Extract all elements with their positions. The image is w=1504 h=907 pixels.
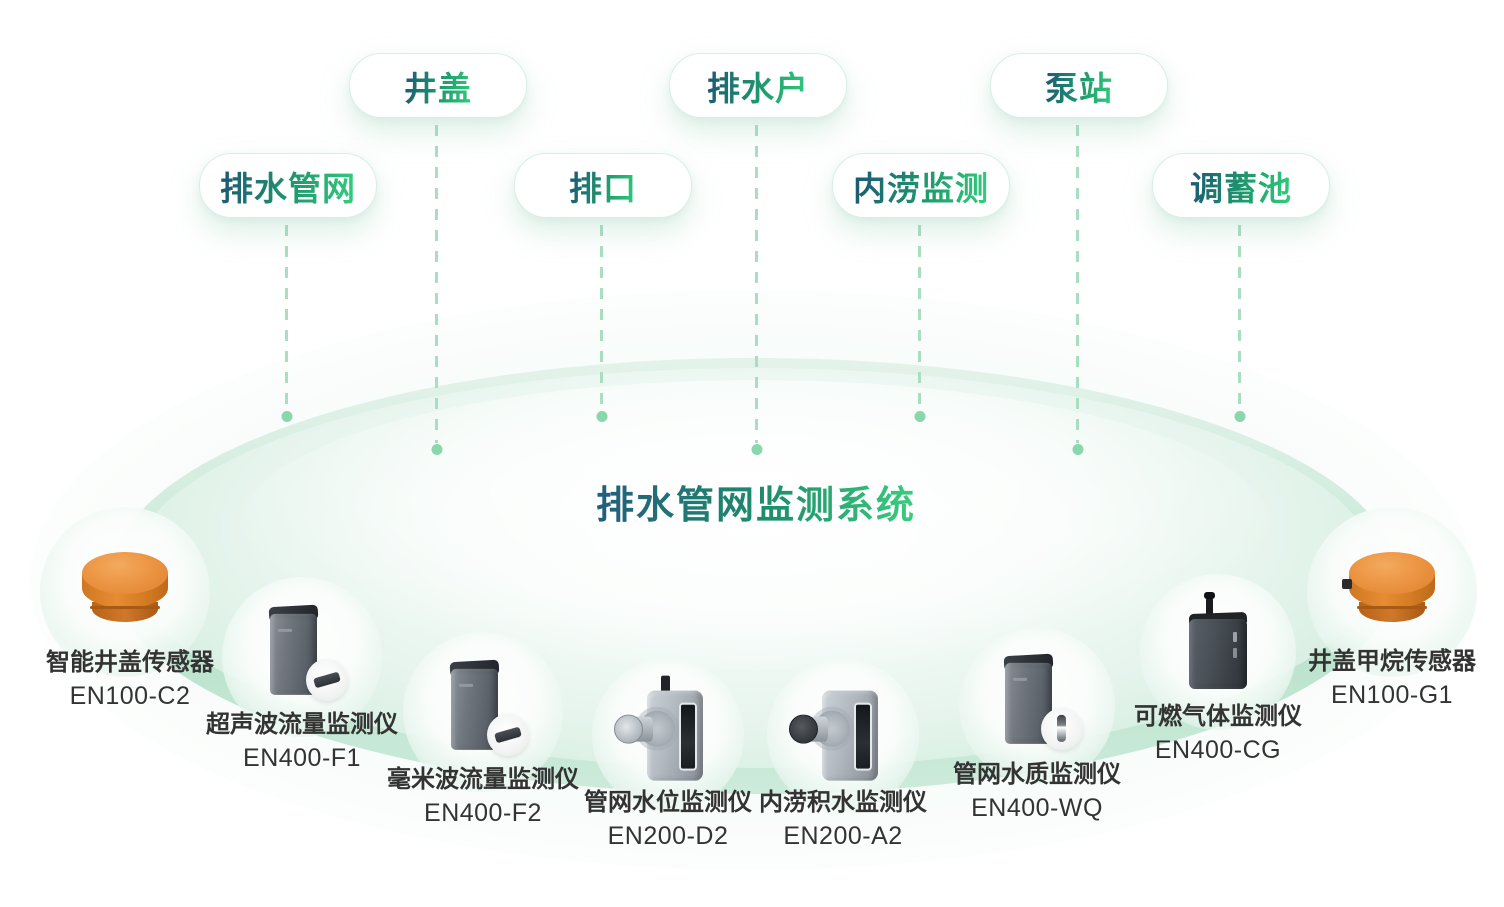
device-ultrasonic-flow-monitor [222, 577, 382, 737]
water-quality-monitor-icon [987, 652, 1087, 756]
ultrasonic-flow-monitor-icon [252, 603, 352, 707]
device-label-water-quality-monitor: 管网水质监测仪 EN400-WQ [953, 758, 1121, 825]
device-model: EN200-D2 [607, 822, 729, 850]
connector-drainage-household [755, 125, 758, 443]
connector-manhole-cover [435, 125, 438, 443]
device-label-smart-manhole-sensor: 智能井盖传感器 EN100-C2 [46, 646, 214, 713]
pill-manhole-cover-label: 井盖 [404, 62, 472, 110]
device-name: 井盖甲烷传感器 [1308, 648, 1476, 675]
pill-waterlogging-monitoring-label: 内涝监测 [853, 162, 989, 210]
mmwave-flow-monitor-icon [433, 658, 533, 762]
device-label-ultrasonic-flow-monitor: 超声波流量监测仪 EN400-F1 [206, 708, 398, 775]
pill-waterlogging-monitoring: 内涝监测 [832, 153, 1010, 218]
device-mmwave-flow-monitor [403, 632, 563, 792]
device-water-quality-monitor [959, 628, 1115, 784]
device-model: EN400-F1 [243, 744, 361, 772]
connector-outfall [600, 225, 603, 410]
connector-storage-tank [1238, 225, 1241, 410]
device-combustible-gas-monitor [1140, 574, 1296, 730]
pill-drainage-household-label: 排水户 [707, 62, 809, 110]
pill-drainage-network: 排水管网 [199, 153, 377, 218]
water-level-monitor-icon [613, 675, 723, 791]
device-water-level-monitor [592, 659, 744, 811]
connector-drainage-network [285, 225, 288, 410]
device-name: 管网水位监测仪 [584, 789, 752, 816]
device-label-manhole-methane-sensor: 井盖甲烷传感器 EN100-G1 [1308, 645, 1476, 712]
pill-pump-station: 泵站 [990, 53, 1168, 118]
device-label-mmwave-flow-monitor: 毫米波流量监测仪 EN400-F2 [387, 763, 579, 830]
device-label-combustible-gas-monitor: 可燃气体监测仪 EN400-CG [1134, 700, 1302, 767]
device-model: EN100-C2 [69, 682, 191, 710]
device-label-waterlogging-water-monitor: 内涝积水监测仪 EN200-A2 [759, 786, 927, 853]
device-model: EN400-WQ [971, 794, 1103, 822]
manhole-cover-sensor-icon [80, 552, 170, 626]
device-name: 管网水质监测仪 [953, 761, 1121, 788]
device-label-water-level-monitor: 管网水位监测仪 EN200-D2 [584, 786, 752, 853]
pill-outfall: 排口 [514, 153, 692, 218]
methane-sensor-icon [1342, 552, 1437, 626]
pill-drainage-household: 排水户 [669, 53, 847, 118]
device-name: 智能井盖传感器 [46, 649, 214, 676]
combustible-gas-monitor-icon [1173, 592, 1263, 700]
pill-storage-tank-label: 调蓄池 [1190, 162, 1292, 210]
device-name: 内涝积水监测仪 [759, 789, 927, 816]
device-waterlogging-water-monitor [767, 659, 919, 811]
device-model: EN100-G1 [1330, 681, 1454, 709]
device-model: EN400-CG [1154, 736, 1282, 764]
device-model: EN200-A2 [783, 822, 903, 850]
pill-manhole-cover: 井盖 [349, 53, 527, 118]
device-manhole-methane-sensor [1307, 507, 1477, 677]
pill-storage-tank: 调蓄池 [1152, 153, 1330, 218]
device-smart-manhole-sensor [40, 507, 210, 677]
device-model: EN400-F2 [424, 799, 542, 827]
connector-waterlogging-monitoring [918, 225, 921, 410]
device-name: 毫米波流量监测仪 [387, 766, 579, 793]
device-name: 可燃气体监测仪 [1134, 703, 1302, 730]
device-name: 超声波流量监测仪 [206, 711, 398, 738]
pill-pump-station-label: 泵站 [1045, 62, 1113, 110]
connector-pump-station [1076, 125, 1079, 443]
pill-outfall-label: 排口 [569, 162, 637, 210]
pill-drainage-network-label: 排水管网 [220, 162, 356, 210]
system-title: 排水管网监测系统 [596, 474, 916, 529]
waterlogging-monitor-icon [788, 675, 898, 791]
